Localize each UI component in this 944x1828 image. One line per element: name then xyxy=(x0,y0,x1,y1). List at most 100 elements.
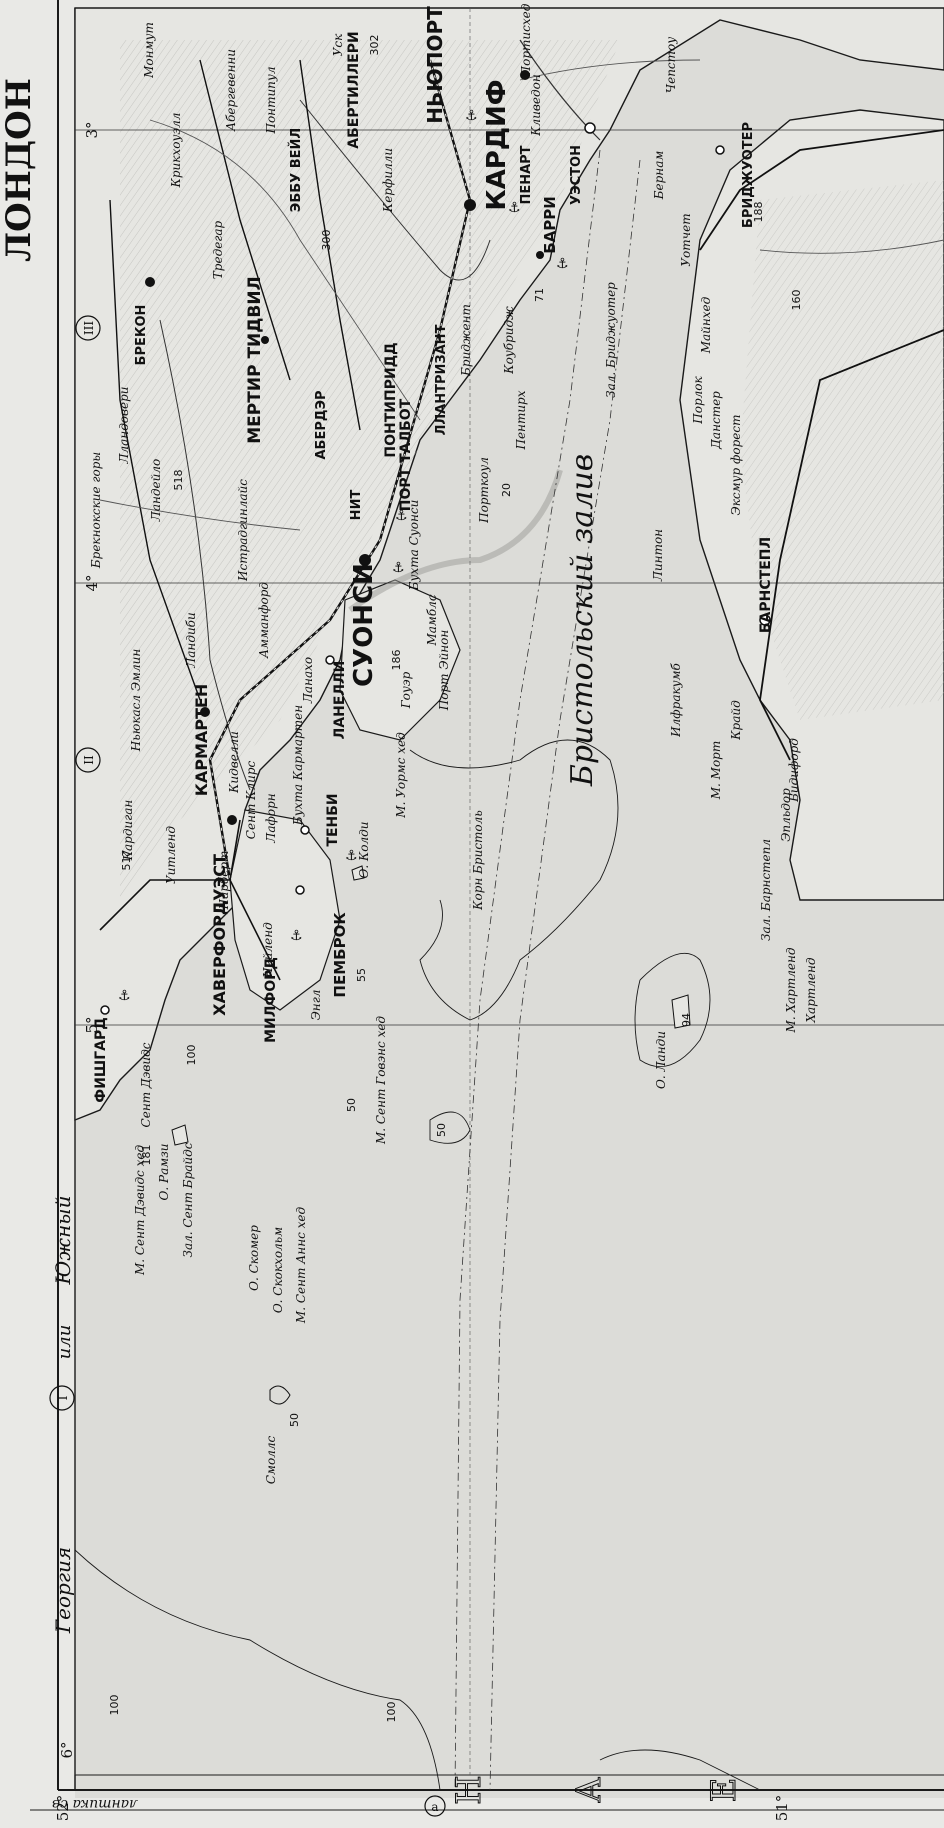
label-laugharne: Лафорн xyxy=(264,793,278,843)
label-abertillery: АБЕРТИЛЛЕРИ xyxy=(346,31,362,148)
label-portishead: Портисхед xyxy=(519,3,533,77)
marker-weston xyxy=(584,122,596,134)
label-milford: МИЛФОРД xyxy=(263,957,279,1043)
label-swansea: СУОНСИ xyxy=(349,563,379,687)
label-bristol-corner: Корн Бристоль xyxy=(471,810,485,911)
spot-height-300: 300 xyxy=(320,230,333,251)
sheet-title: ЛОНДОН xyxy=(0,78,39,262)
spot-height-517: 517 xyxy=(120,850,133,871)
label-pembroke: ПЕМБРОК xyxy=(331,912,349,998)
spot-height-302: 302 xyxy=(368,35,381,56)
label-skokholm: О. Скокхольм xyxy=(271,1227,285,1313)
lon-label-5: 5° xyxy=(83,1016,101,1033)
lon-label-3: 3° xyxy=(83,121,101,138)
label-pentyrch: Пентирх xyxy=(514,390,528,450)
port-anchors: ⚓ ⚓ ⚓ ⚓ ⚓ ⚓ ⚓ ⚓ xyxy=(118,108,569,1004)
lon-label-6: 6° xyxy=(58,1741,76,1758)
label-bristol-channel: Бристольский залив xyxy=(565,454,600,787)
label-ilfracombe: Илфракумб xyxy=(669,662,683,737)
label-barnstaple-bay: Зал. Барнстепл xyxy=(759,839,773,941)
label-haverfordwest: ХАВЕРФОРДУЭСТ xyxy=(210,854,229,1016)
roman-numeral-iii: III xyxy=(75,315,101,341)
label-st-govans-head: М. Сент Говэнс хед xyxy=(374,1016,388,1145)
wales-relief-hatch xyxy=(120,40,620,900)
label-angle: Энгл xyxy=(309,990,323,1021)
marker-merthyr xyxy=(261,336,269,344)
label-llandovery: Лландовери xyxy=(117,386,131,464)
label-minehead: Майнхед xyxy=(699,296,713,354)
exmoor-relief-hatch xyxy=(740,180,944,720)
bristol-coast-shade xyxy=(348,469,563,613)
anchor-icon-swansea: ⚓ xyxy=(392,560,405,576)
railway-pembroke xyxy=(99,819,281,981)
label-llantrisant: ЛЛАНТРИЗАНТ xyxy=(434,324,449,435)
label-merthyr: МЕРТИР ТИДВИЛ xyxy=(245,276,265,443)
label-llanelly: ЛАНЕЛЛИ xyxy=(332,661,348,740)
label-pontypool: Понтипул xyxy=(264,66,278,134)
ocean-letter-1: Е xyxy=(704,1778,744,1803)
label-skomer: О. Скомер xyxy=(247,1225,261,1291)
label-fishguard: ФИШГАРД xyxy=(93,1017,109,1102)
marker-swansea xyxy=(359,554,371,566)
label-barnstaple: БАРНСТЕПЛ xyxy=(758,537,774,633)
roman-numeral-iii-label: III xyxy=(82,321,96,335)
label-porlock: Порлок xyxy=(691,375,705,424)
spot-height-518: 518 xyxy=(172,470,185,491)
bottom-marker-label: а xyxy=(431,1800,438,1814)
label-appledore: Эпльдор xyxy=(779,788,793,842)
label-neath: НИТ xyxy=(349,490,364,521)
frame-southern-label: Южный xyxy=(51,1196,75,1286)
label-llangennech: Ланахо xyxy=(301,657,315,704)
depth-contour-lundy xyxy=(634,952,711,1068)
label-st-clears: Сент Клирс xyxy=(244,761,258,840)
anchor-icon-fishguard: ⚓ xyxy=(118,988,131,1004)
anchor-icon-port-talbot: ⚓ xyxy=(395,508,408,524)
railway-north-devon xyxy=(759,329,944,761)
label-brecon-beacons: Брекнокские горы xyxy=(89,452,103,569)
river-towy xyxy=(159,319,251,791)
spot-height-50-b: 50 xyxy=(288,1413,301,1427)
spot-height-160: 160 xyxy=(790,290,803,311)
depth-contour-50-a xyxy=(409,739,619,1021)
label-port-eynon: Порт Эйнон xyxy=(437,630,451,712)
depth-contour-100-b xyxy=(599,1749,761,1791)
marker-bridgwater xyxy=(715,145,725,155)
anchor-icon-barry: ⚓ xyxy=(556,256,569,272)
anchor-icon-milford: ⚓ xyxy=(290,928,303,944)
marker-newport xyxy=(520,70,530,80)
roman-numeral-i-ring xyxy=(49,1385,75,1411)
island-ramsey xyxy=(171,1124,189,1146)
ocean-letter-3: Н xyxy=(449,1775,489,1805)
label-clevedon: Кливедон xyxy=(529,74,543,137)
label-cardigan: Кардиган xyxy=(121,800,135,862)
label-lundy: О. Ланди xyxy=(654,1031,668,1089)
ocean-letter-2: А xyxy=(569,1777,609,1803)
label-gower: Гоуэр xyxy=(399,671,413,709)
label-narberth: Нарберт xyxy=(217,851,231,911)
anchor-icon-tenby: ⚓ xyxy=(345,848,358,864)
railway-somerset xyxy=(699,129,944,251)
bottom-marker-ring xyxy=(424,1795,446,1817)
label-bridgwater-bay: Зал. Бриджуотер xyxy=(604,282,618,398)
roman-numeral-ii-label: II xyxy=(82,755,96,765)
label-tenby: ТЕНБИ xyxy=(325,793,341,846)
lat-label-51: 51° xyxy=(773,1795,791,1822)
railway-carmarthen-north xyxy=(109,199,201,701)
label-ramsey: О. Рамзи xyxy=(157,1144,171,1201)
railway-valleys xyxy=(199,59,361,431)
label-st-anns-head: М. Сент Аннс хед xyxy=(294,1207,308,1325)
label-neyland: Нейленд xyxy=(261,922,275,979)
marker-tenby xyxy=(300,825,310,835)
label-morte: М. Морт xyxy=(709,741,723,801)
label-whitland: Уитленд xyxy=(164,826,178,884)
shipping-lane-north xyxy=(454,149,601,1791)
pembroke-peninsula xyxy=(229,809,341,1011)
roman-numeral-ii: II xyxy=(75,747,101,773)
island-smalls xyxy=(269,1385,291,1405)
label-carmarthen-bay: Бухта Кармартен xyxy=(291,705,305,826)
river-taff xyxy=(299,99,491,281)
label-ammanford: Амманфорд xyxy=(257,582,271,659)
spot-height-50-a: 50 xyxy=(435,1123,448,1137)
